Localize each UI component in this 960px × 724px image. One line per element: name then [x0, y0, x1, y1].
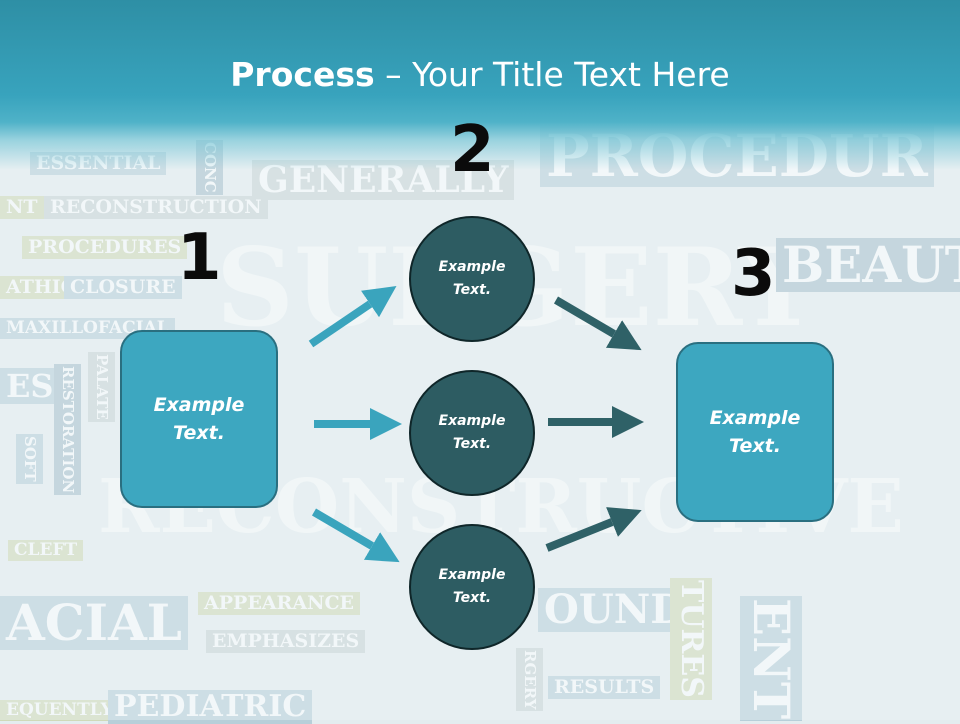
bottom-circle-line-2: Text. [452, 590, 492, 606]
bg-word: RECONSTRUCTION [44, 196, 268, 219]
middle-circle[interactable]: Example Text. [409, 370, 535, 496]
left-box-line-1: Example [153, 393, 245, 416]
bg-word: APPEARANCE [198, 592, 361, 615]
bg-word: EQUENTLY [0, 700, 119, 721]
bg-word: PALATE [88, 352, 115, 422]
middle-circle-line-1: Example [438, 412, 506, 429]
bg-word: ES [0, 368, 60, 404]
top-circle-line-1: Example [438, 258, 506, 275]
bg-word: NT [0, 196, 44, 219]
bg-word: SOFT [16, 434, 43, 484]
bg-word: RGERY [516, 648, 543, 712]
step-number-1: 1 [177, 221, 222, 295]
top-circle-line-2: Text. [452, 282, 492, 298]
bottom-circle[interactable]: Example Text. [409, 524, 535, 650]
bottom-circle-line-1: Example [438, 566, 506, 583]
title-rest: – Your Title Text Here [374, 55, 730, 94]
bg-word: BEAUT [776, 238, 960, 292]
bg-word: TURES [670, 578, 712, 700]
bg-word: PEDIATRIC [108, 690, 313, 724]
bg-word: RESTORATION [54, 364, 81, 496]
bg-word: ACIAL [0, 596, 188, 650]
bg-word: OUND [538, 588, 691, 632]
right-box-line-2: Text. [729, 435, 781, 457]
bg-word: RESULTS [548, 676, 661, 699]
top-circle[interactable]: Example Text. [409, 216, 535, 342]
header-band [0, 0, 960, 170]
bg-word: CLOSURE [64, 276, 182, 299]
title-bold: Process [230, 55, 375, 94]
right-text-box[interactable]: Example Text. [676, 342, 834, 522]
left-text-box[interactable]: Example Text. [120, 330, 278, 508]
bg-word: PROCEDURES [22, 236, 188, 259]
left-box-line-2: Text. [173, 422, 225, 444]
bg-word: CLEFT [8, 540, 84, 561]
bg-word: ATHIC [0, 276, 82, 299]
step-number-2: 2 [450, 113, 495, 187]
slide-title[interactable]: Process – Your Title Text Here [0, 55, 960, 94]
bg-word: EMPHASIZES [206, 630, 366, 653]
middle-circle-line-2: Text. [452, 436, 492, 452]
step-number-3: 3 [731, 237, 776, 311]
bg-word: ENT [740, 596, 802, 722]
right-box-line-1: Example [709, 406, 801, 429]
